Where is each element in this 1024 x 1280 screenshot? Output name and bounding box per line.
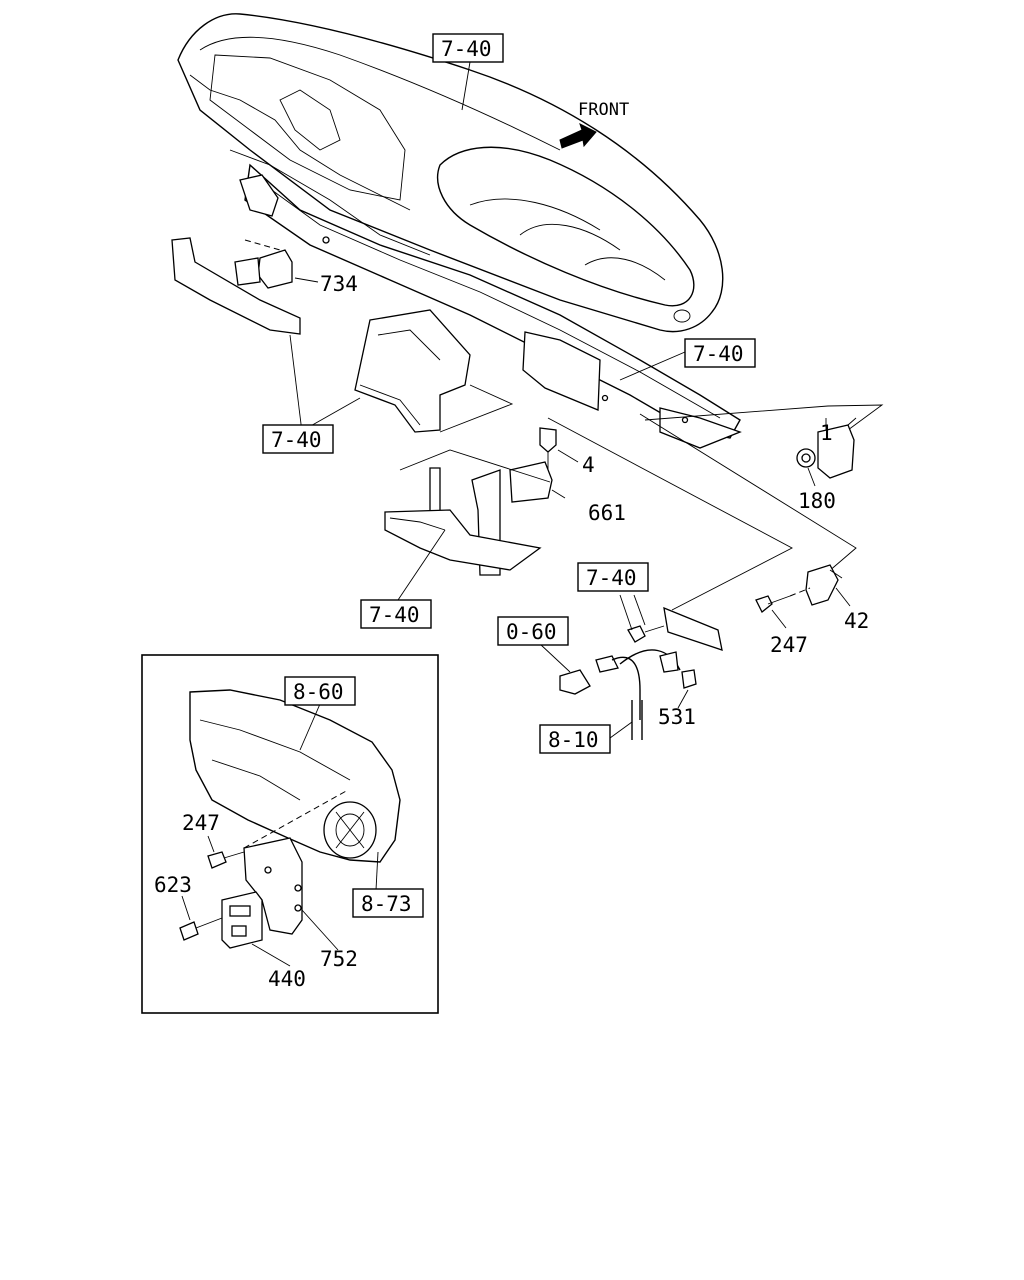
part-number-4: 4 — [582, 453, 595, 477]
part-number-247: 247 — [770, 633, 808, 657]
side-bracket-assembly — [755, 564, 851, 629]
front-arrow-icon — [559, 123, 597, 149]
ref-box-8-60: 8-60 — [284, 676, 356, 706]
part-number-440: 440 — [268, 967, 306, 991]
part-number-734: 734 — [320, 272, 358, 296]
part-number-42: 42 — [844, 609, 869, 633]
center-bracket — [354, 309, 471, 433]
ref-box-7-40-left: 7-40 — [262, 424, 334, 454]
ref-box-0-60: 0-60 — [497, 616, 569, 646]
ref-label: 7-40 — [693, 342, 744, 366]
ref-label: 8-10 — [548, 728, 599, 752]
part-number-661: 661 — [588, 501, 626, 525]
right-module-assembly — [644, 404, 884, 487]
ref-label: 7-40 — [369, 603, 420, 627]
relay-bracket-assembly — [171, 237, 319, 335]
ref-box-7-40-top: 7-40 — [432, 33, 504, 63]
ref-label: 7-40 — [586, 566, 637, 590]
front-label: FRONT — [578, 100, 629, 120]
lower-center-bracket — [384, 449, 551, 576]
ref-label: 8-60 — [293, 680, 344, 704]
cross-car-beam — [239, 163, 742, 449]
ref-label: 0-60 — [506, 620, 557, 644]
part-number-247-inset: 247 — [182, 811, 220, 835]
sensor-module — [509, 427, 579, 503]
part-number-531: 531 — [658, 705, 696, 729]
ref-box-8-73: 8-73 — [352, 888, 424, 918]
ref-box-7-40-bracket: 7-40 — [577, 562, 649, 592]
harness-connector-assembly — [539, 594, 723, 740]
ref-label: 7-40 — [271, 428, 322, 452]
part-number-623: 623 — [154, 873, 192, 897]
instrument-panel — [177, 13, 724, 333]
part-number-1: 1 — [820, 421, 833, 445]
ref-box-7-40-center: 7-40 — [360, 599, 432, 629]
ref-label: 8-73 — [361, 892, 412, 916]
ref-label: 7-40 — [441, 37, 492, 61]
ref-box-7-40-right: 7-40 — [684, 338, 756, 368]
inset-detail-panel — [141, 654, 439, 1014]
part-number-752: 752 — [320, 947, 358, 971]
part-number-180: 180 — [798, 489, 836, 513]
front-direction-indicator: FRONT — [559, 100, 629, 149]
ref-box-8-10: 8-10 — [539, 724, 611, 754]
